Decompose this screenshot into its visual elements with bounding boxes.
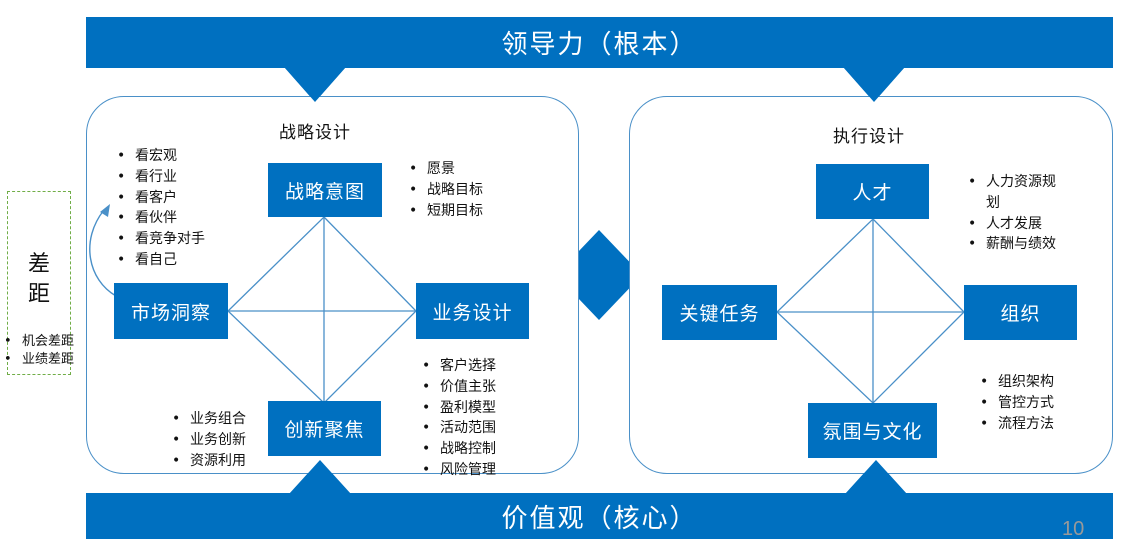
list-item: 机会差距 [2, 333, 74, 351]
intent-list: 愿景 战略目标 短期目标 [407, 159, 483, 221]
list-item: 组织架构 [978, 372, 1054, 393]
list-item: 人才发展 [966, 214, 1066, 235]
talent-list: 人力资源规划 人才发展 薪酬与绩效 [966, 172, 1066, 255]
box-innovation-focus: 创新聚焦 [268, 401, 381, 456]
list-item: 客户选择 [420, 356, 496, 377]
insight-list: 看宏观 看行业 看客户 看伙伴 看竞争对手 看自己 [115, 146, 205, 271]
list-item: 战略控制 [420, 439, 496, 460]
box-organization: 组织 [964, 285, 1077, 340]
list-item: 愿景 [407, 159, 483, 180]
list-item: 活动范围 [420, 418, 496, 439]
list-item: 风险管理 [420, 460, 496, 481]
box-key-tasks: 关键任务 [662, 285, 777, 340]
gap-box [7, 191, 71, 375]
gap-label: 差距 [27, 252, 50, 307]
list-item: 看客户 [115, 188, 205, 209]
list-item: 盈利模型 [420, 398, 496, 419]
list-item: 看宏观 [115, 146, 205, 167]
list-item: 业务创新 [170, 430, 246, 451]
list-item: 管控方式 [978, 393, 1054, 414]
list-item: 业务组合 [170, 409, 246, 430]
box-talent: 人才 [816, 164, 929, 219]
list-item: 看行业 [115, 167, 205, 188]
list-item: 资源利用 [170, 451, 246, 472]
list-item: 看竞争对手 [115, 229, 205, 250]
design-list: 客户选择 价值主张 盈利模型 活动范围 战略控制 风险管理 [420, 356, 496, 481]
header-band: 领导力（根本） [86, 17, 1113, 68]
innovation-list: 业务组合 业务创新 资源利用 [170, 409, 246, 471]
header-title: 领导力（根本） [501, 30, 698, 60]
footer-title: 价值观（核心） [501, 503, 698, 534]
list-item: 业绩差距 [2, 351, 74, 369]
gap-list: 机会差距 业绩差距 [2, 333, 74, 369]
list-item: 短期目标 [407, 201, 483, 222]
org-list: 组织架构 管控方式 流程方法 [978, 372, 1054, 434]
footer-band: 价值观（核心） [86, 493, 1113, 539]
box-business-design: 业务设计 [416, 283, 529, 339]
list-item: 战略目标 [407, 180, 483, 201]
list-item: 人力资源规划 [966, 172, 1066, 214]
box-climate-culture: 氛围与文化 [808, 403, 937, 458]
list-item: 看自己 [115, 250, 205, 271]
list-item: 看伙伴 [115, 208, 205, 229]
box-strategic-intent: 战略意图 [268, 163, 382, 217]
strategy-title: 战略设计 [279, 123, 351, 143]
box-market-insight: 市场洞察 [114, 283, 228, 339]
list-item: 流程方法 [978, 414, 1054, 435]
page-number: 10 [1062, 518, 1085, 540]
list-item: 价值主张 [420, 377, 496, 398]
execution-title: 执行设计 [833, 127, 905, 147]
list-item: 薪酬与绩效 [966, 234, 1066, 255]
